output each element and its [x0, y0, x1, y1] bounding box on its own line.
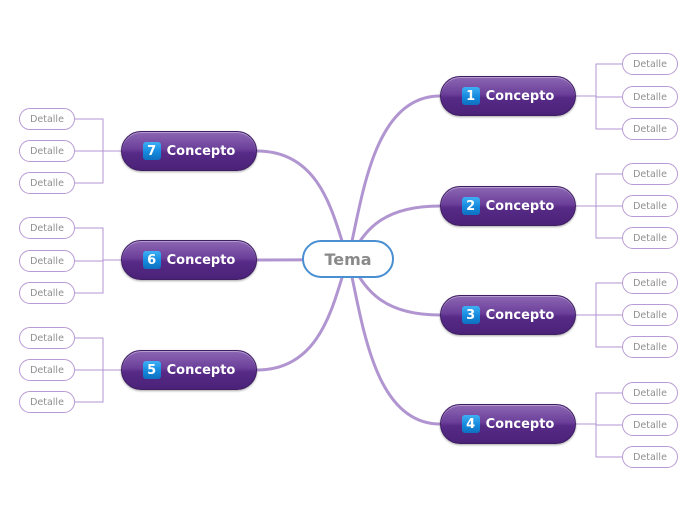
concept-label: Concepto: [166, 252, 236, 268]
detail-node[interactable]: Detalle: [19, 327, 75, 349]
number-badge: 2: [461, 197, 480, 215]
detail-node[interactable]: Detalle: [19, 217, 75, 239]
number-badge: 1: [461, 87, 480, 105]
concept-label: Concepto: [485, 307, 555, 323]
concept-node-5[interactable]: 5 Concepto: [121, 350, 257, 390]
detail-node[interactable]: Detalle: [19, 108, 75, 130]
detail-node[interactable]: Detalle: [19, 282, 75, 304]
detail-node[interactable]: Detalle: [622, 227, 678, 249]
concept-node-3[interactable]: 3 Concepto: [440, 295, 576, 335]
concept-label: Concepto: [485, 198, 555, 214]
number-badge: 3: [461, 306, 480, 324]
concept-label: Concepto: [485, 88, 555, 104]
detail-node[interactable]: Detalle: [622, 446, 678, 468]
detail-node[interactable]: Detalle: [19, 391, 75, 413]
branch-line: [346, 257, 442, 426]
number-badge: 6: [142, 251, 161, 269]
concept-node-6[interactable]: 6 Concepto: [121, 240, 257, 280]
number-badge: 4: [461, 415, 480, 433]
number-badge: 7: [142, 142, 161, 160]
detail-node[interactable]: Detalle: [622, 414, 678, 436]
branch-line: [346, 94, 442, 261]
concept-node-4[interactable]: 4 Concepto: [440, 404, 576, 444]
detail-node[interactable]: Detalle: [622, 336, 678, 358]
detail-node[interactable]: Detalle: [622, 163, 678, 185]
detail-node[interactable]: Detalle: [622, 118, 678, 140]
detail-node[interactable]: Detalle: [622, 272, 678, 294]
concept-node-7[interactable]: 7 Concepto: [121, 131, 257, 171]
detail-node[interactable]: Detalle: [622, 382, 678, 404]
concept-node-1[interactable]: 1 Concepto: [440, 76, 576, 116]
detail-node[interactable]: Detalle: [19, 250, 75, 272]
concept-label: Concepto: [485, 416, 555, 432]
detail-node[interactable]: Detalle: [622, 195, 678, 217]
detail-node[interactable]: Detalle: [622, 304, 678, 326]
detail-node[interactable]: Detalle: [622, 53, 678, 75]
detail-node[interactable]: Detalle: [19, 359, 75, 381]
concept-label: Concepto: [166, 143, 236, 159]
concept-node-2[interactable]: 2 Concepto: [440, 186, 576, 226]
detail-node[interactable]: Detalle: [19, 140, 75, 162]
detail-node[interactable]: Detalle: [622, 86, 678, 108]
concept-label: Concepto: [166, 362, 236, 378]
number-badge: 5: [142, 361, 161, 379]
central-topic[interactable]: Tema: [302, 240, 394, 278]
detail-node[interactable]: Detalle: [19, 172, 75, 194]
